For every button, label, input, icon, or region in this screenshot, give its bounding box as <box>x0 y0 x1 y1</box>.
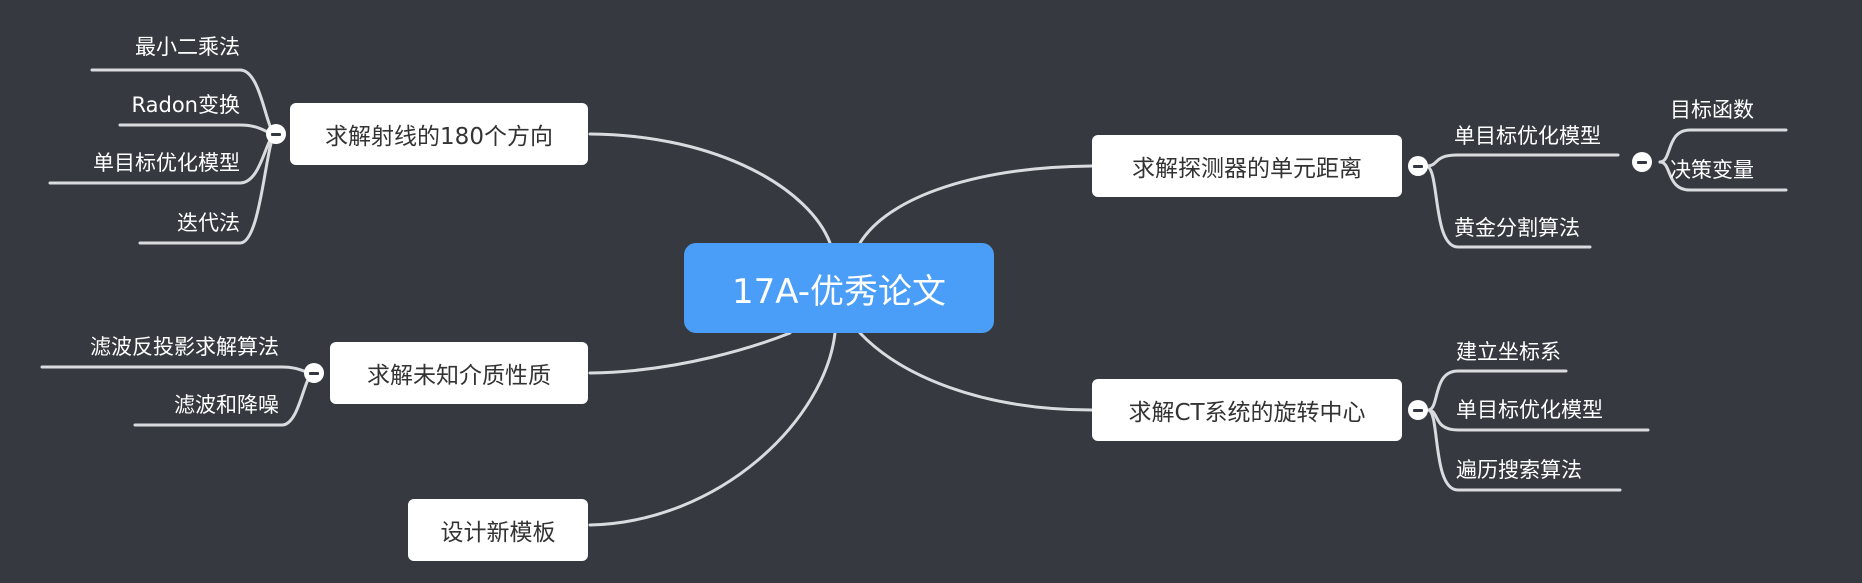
leaf-radon[interactable]: Radon变换 <box>131 93 241 117</box>
collapse-toggle-single-objective[interactable] <box>1632 152 1652 172</box>
connector-rb-3 <box>1426 408 1622 492</box>
leaf-objective-function[interactable]: 目标函数 <box>1670 98 1754 122</box>
connector-lt-2 <box>118 123 278 136</box>
connector-root-left-bottom <box>588 331 837 527</box>
branch-right-bottom[interactable]: 求解CT系统的旋转中心 <box>1092 379 1402 441</box>
root-node[interactable]: 17A-优秀论文 <box>684 243 994 333</box>
connector-rt-1 <box>1424 153 1620 168</box>
branch-left-top[interactable]: 求解射线的180个方向 <box>290 103 588 165</box>
collapse-toggle-left-top[interactable] <box>266 124 286 144</box>
branch-left-bottom[interactable]: 设计新模板 <box>408 499 588 561</box>
connector-lm-1 <box>40 365 316 375</box>
leaf-filtered-backprojection[interactable]: 滤波反投影求解算法 <box>90 335 279 359</box>
connector-rt-2 <box>1424 164 1592 249</box>
minus-icon <box>271 132 281 136</box>
leaf-coordinate-system[interactable]: 建立坐标系 <box>1456 340 1561 364</box>
minus-icon <box>1413 164 1423 168</box>
collapse-toggle-left-mid[interactable] <box>304 363 324 383</box>
leaf-single-objective-right-top[interactable]: 单目标优化模型 <box>1454 124 1601 148</box>
connector-root-right-top <box>858 164 1094 245</box>
branch-right-top[interactable]: 求解探测器的单元距离 <box>1092 135 1402 197</box>
minus-icon <box>309 371 319 375</box>
minus-icon <box>1413 408 1423 412</box>
leaf-decision-variable[interactable]: 决策变量 <box>1670 158 1754 182</box>
connector-root-right-bottom <box>858 331 1094 412</box>
leaf-golden-section[interactable]: 黄金分割算法 <box>1454 216 1580 240</box>
collapse-toggle-right-top[interactable] <box>1408 156 1428 176</box>
collapse-toggle-right-bottom[interactable] <box>1408 400 1428 420</box>
connector-rt1-2 <box>1658 160 1788 192</box>
leaf-least-squares[interactable]: 最小二乘法 <box>135 35 240 59</box>
connector-rb-1 <box>1426 369 1568 412</box>
leaf-single-objective-left[interactable]: 单目标优化模型 <box>93 151 240 175</box>
leaf-single-objective-right-bottom[interactable]: 单目标优化模型 <box>1456 398 1603 422</box>
leaf-traversal-search[interactable]: 遍历搜索算法 <box>1456 458 1582 482</box>
minus-icon <box>1637 160 1647 164</box>
connector-rt1-1 <box>1658 128 1788 164</box>
leaf-iterative[interactable]: 迭代法 <box>177 211 240 235</box>
leaf-filter-denoise[interactable]: 滤波和降噪 <box>174 393 279 417</box>
connector-root-left-mid <box>588 331 792 375</box>
branch-left-mid[interactable]: 求解未知介质性质 <box>330 342 588 404</box>
connector-root-left-top <box>588 132 832 245</box>
